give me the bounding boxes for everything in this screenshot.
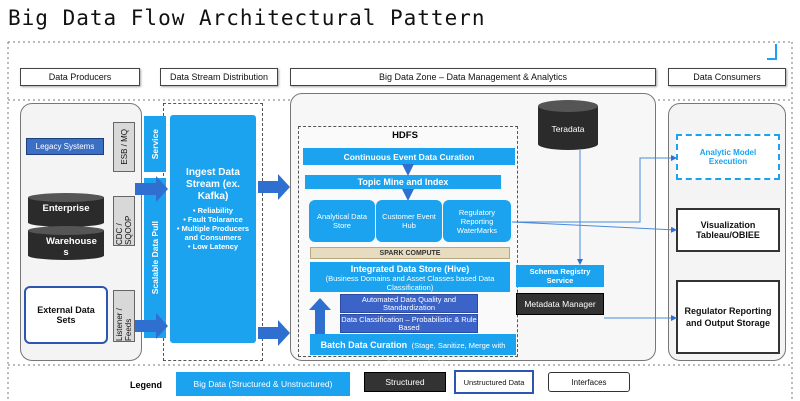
scalable-data-pull-bar: Scalable Data Pull <box>144 178 166 338</box>
analytic-model-box: Analytic Model Execution <box>676 134 780 180</box>
ingest-item: • Reliability <box>192 206 234 215</box>
regulatory-watermarks-box: Regulatory Reporting WaterMarks <box>443 200 511 242</box>
integrated-title: Integrated Data Store (Hive) <box>350 264 470 274</box>
visualization-box: Visualization Tableau/OBIEE <box>676 208 780 252</box>
arrow-stream-to-zone-top <box>258 174 290 200</box>
ingest-item: • Multiple Producers and Consumers <box>176 224 250 242</box>
ingest-item: • Fault Tolarance <box>183 215 243 224</box>
esb-mq-tab: ESB / MQ <box>113 122 135 172</box>
header-data-producers: Data Producers <box>20 68 140 86</box>
batch-title: Batch Data Curation <box>320 340 408 350</box>
service-bar: Service <box>144 116 166 172</box>
batch-data-curation-box: Batch Data Curation (Stage, Sanitize, Me… <box>310 334 516 368</box>
arrow-listener-to-stream <box>135 313 168 339</box>
ingest-item: • Low Latency <box>187 242 239 251</box>
batch-subtitle: (Stage, Sanitize, Merge with Milestone M… <box>381 341 506 368</box>
schema-registry-box: Schema Registry Service <box>516 265 604 287</box>
spark-compute-bar: SPARK COMPUTE <box>310 247 510 259</box>
ingest-data-stream-box: Ingest Data Stream (ex. Kafka) • Reliabi… <box>170 115 256 343</box>
header-data-consumers: Data Consumers <box>668 68 786 86</box>
ingest-title: Ingest Data Stream (ex. Kafka) <box>186 167 240 202</box>
integrated-data-store-box: Integrated Data Store (Hive) (Business D… <box>310 262 510 292</box>
customer-event-hub-box: Customer Event Hub <box>376 200 442 242</box>
teradata-label: Teradata <box>551 124 585 134</box>
legend-label: Legend <box>130 380 163 390</box>
hdfs-label: HDFS <box>392 130 418 141</box>
interface-to-visualization <box>511 221 677 233</box>
enterprise-label: Enterprise <box>42 203 90 214</box>
legend-unstructured: Unstructured Data <box>454 370 534 394</box>
legend-interfaces: Interfaces <box>548 372 630 392</box>
header-data-stream: Data Stream Distribution <box>160 68 278 86</box>
continuous-curation-box: Continuous Event Data Curation <box>303 148 515 165</box>
external-data-sets-box: External Data Sets <box>24 286 108 344</box>
legend-structured: Structured <box>364 372 446 392</box>
warehouses-label: Warehouse s <box>46 236 97 258</box>
enterprise-database-icon <box>28 193 104 227</box>
regulator-reporting-box: Regulator Reporting and Output Storage <box>676 280 780 354</box>
topic-mine-index-box: Topic Mine and Index <box>305 175 501 189</box>
corner-mark-icon <box>767 44 777 60</box>
analytical-data-store-box: Analytical Data Store <box>309 200 375 242</box>
arrow-stream-to-zone-bottom <box>258 320 290 346</box>
listener-feeds-tab: Listener / Feeds <box>113 290 135 342</box>
legacy-systems-box: Legacy Systems <box>26 138 104 155</box>
interface-to-analytic <box>512 155 677 223</box>
cdc-sqoop-tab: CDC / SQOOP <box>113 196 135 246</box>
page-title: Big Data Flow Architectural Pattern <box>8 6 486 30</box>
legend-big-data: Big Data (Structured & Unstructured) <box>176 372 350 396</box>
warehouse-database-icon <box>28 226 104 260</box>
data-classification-box: Data Classification – Probabilistic & Ru… <box>340 314 478 333</box>
metadata-manager-box: Metadata Manager <box>516 293 604 315</box>
header-big-data-zone: Big Data Zone – Data Management & Analyt… <box>290 68 656 86</box>
integrated-subtitle: (Business Domains and Asset Classes base… <box>325 274 495 292</box>
teradata-database-icon <box>538 100 598 150</box>
arrow-batch-up <box>309 298 331 334</box>
arrow-cdc-to-stream <box>135 176 168 202</box>
